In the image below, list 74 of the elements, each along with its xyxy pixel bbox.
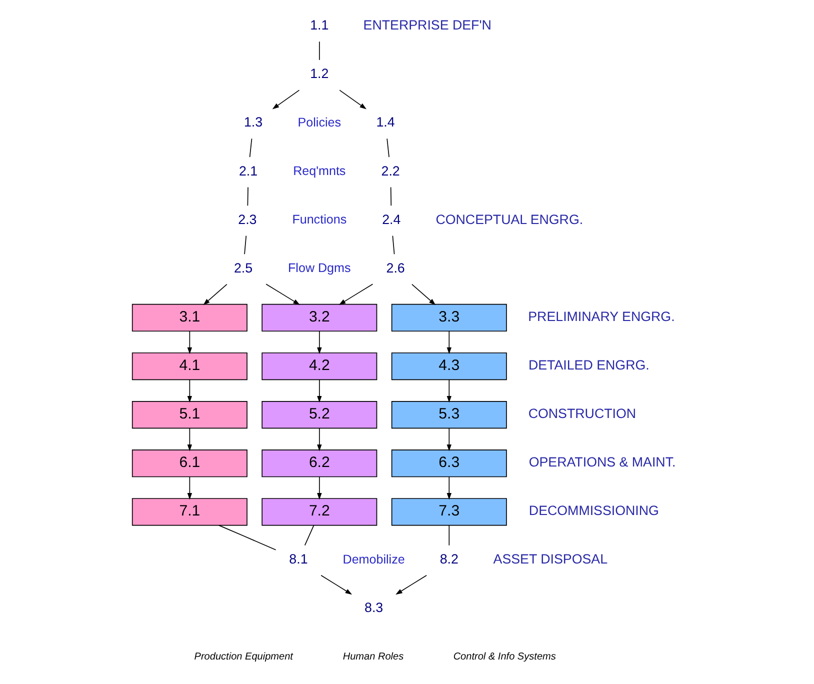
node-text: 2.3	[238, 212, 256, 227]
node-box: 3.1	[131, 304, 247, 332]
node-box: 5.3	[390, 401, 506, 429]
node-text: 2.5	[233, 260, 252, 276]
label: Control & Info Systems	[452, 651, 556, 662]
node-box: 5.2	[261, 401, 377, 429]
arrow	[186, 428, 192, 452]
label: PRELIMINARY ENGRG.	[528, 308, 674, 324]
node-text: 8.1	[288, 552, 308, 567]
node-text: 8.2	[439, 552, 458, 567]
arrow	[446, 379, 451, 403]
connector	[246, 186, 248, 206]
node-text: 2.1	[238, 163, 258, 178]
node-text: 1.2	[310, 66, 328, 82]
node-box: 6.2	[261, 450, 377, 478]
arrow	[446, 330, 451, 354]
node-box: 5.1	[131, 401, 247, 429]
node-text: 1.4	[376, 114, 394, 130]
label: DETAILED ENGRG.	[528, 357, 649, 372]
node-box: 3.2	[261, 304, 377, 332]
label: ASSET DISPOSAL	[492, 552, 608, 567]
connector	[390, 186, 392, 206]
label: CONSTRUCTION	[528, 406, 636, 421]
label: OPERATIONS & MAINT.	[528, 454, 676, 470]
label: ENTERPRISE DEF'N	[362, 18, 491, 33]
label: Production Equipment	[194, 651, 292, 662]
node-text: 1.3	[243, 114, 262, 130]
arrow	[446, 476, 451, 500]
label: Req'mnts	[292, 164, 346, 178]
node-box: 4.3	[390, 352, 506, 380]
arrow	[186, 330, 192, 354]
arrow	[316, 330, 322, 354]
node-box: 7.2	[261, 498, 377, 526]
arrow	[411, 284, 436, 306]
connector	[218, 524, 276, 550]
node-text: 8.3	[364, 600, 383, 616]
node-box: 6.3	[390, 450, 506, 478]
node-text: 2.2	[380, 163, 400, 178]
arrow	[186, 476, 192, 500]
node-box: 7.1	[131, 498, 247, 526]
arrow	[265, 284, 300, 305]
label: Functions	[292, 212, 346, 227]
arrow	[316, 476, 322, 500]
connector	[392, 235, 394, 255]
label: CONCEPTUAL ENGRG.	[435, 212, 583, 227]
arrow	[320, 574, 352, 595]
node-box: 3.3	[390, 304, 506, 332]
arrow	[202, 284, 227, 306]
label: Human Roles	[342, 651, 404, 662]
label: Demobilize	[342, 552, 404, 566]
label: Flow Dgms	[288, 261, 350, 276]
node-box: 4.2	[261, 352, 377, 380]
arrow	[338, 284, 373, 305]
node-box: 4.1	[131, 352, 247, 380]
node-box: 6.1	[131, 450, 247, 478]
arrow	[446, 428, 451, 452]
connector	[386, 138, 389, 158]
connector	[448, 524, 450, 546]
arrow	[316, 428, 322, 452]
label: DECOMMISSIONING	[528, 503, 658, 518]
arrow	[272, 90, 300, 110]
node-box: 7.3	[390, 498, 506, 526]
connector	[244, 235, 246, 255]
arrow	[316, 379, 322, 403]
arrow	[395, 574, 426, 595]
connector	[318, 41, 320, 60]
arrow	[338, 90, 366, 110]
node-text: 1.1	[310, 18, 328, 33]
label: Policies	[297, 115, 341, 130]
node-text: 2.6	[386, 260, 404, 276]
connector	[248, 138, 252, 158]
connector	[304, 524, 314, 546]
arrow	[186, 379, 192, 403]
node-text: 2.4	[382, 212, 400, 227]
